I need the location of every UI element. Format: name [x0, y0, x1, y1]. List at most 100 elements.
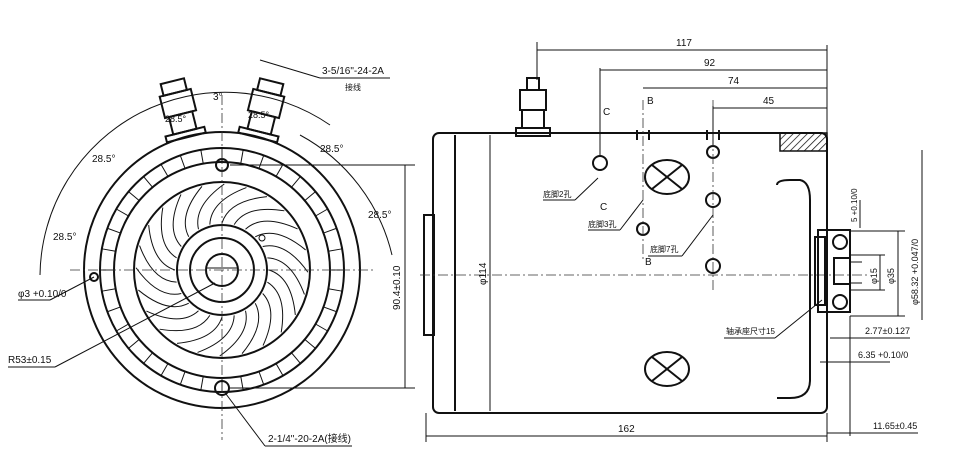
slot-divider — [315, 208, 328, 217]
leader-line — [774, 299, 823, 339]
leader-line — [49, 276, 95, 301]
angle-label: 28.5° — [368, 210, 391, 221]
slot-divider — [304, 191, 316, 201]
slot-divider — [101, 288, 116, 292]
slot-divider — [200, 376, 204, 391]
leader-line — [681, 214, 714, 257]
dim-74: 74 — [728, 76, 740, 87]
terminal-right — [237, 77, 286, 144]
small-hole — [89, 272, 99, 282]
hole — [592, 155, 608, 171]
angle-arc-left — [39, 91, 331, 276]
section-c-label: C — [600, 202, 607, 213]
top-dimensions — [536, 42, 828, 155]
slot-divider — [258, 371, 265, 385]
hole-dia-label: φ3 +0.10/0 — [18, 289, 67, 300]
slot-divider — [143, 176, 153, 188]
fan-blade — [241, 303, 260, 354]
fan-blade — [177, 316, 223, 344]
hole-note: 底脚2孔 — [543, 189, 571, 199]
hatched-section — [779, 132, 828, 152]
fan-blade — [172, 194, 182, 247]
angle-arc-right — [299, 134, 393, 256]
angle-label: 28.5° — [92, 154, 115, 165]
angle-small-label: 3° — [213, 92, 223, 103]
dim-277-label: 2.77±0.127 — [865, 326, 910, 336]
slot-divider — [179, 155, 186, 169]
end-cap — [776, 179, 811, 399]
bearing-note: 轴承座尺寸15 — [726, 326, 775, 336]
section-b-label: B — [645, 257, 652, 268]
top-slot — [706, 130, 720, 140]
slot-divider — [291, 176, 301, 188]
fan-blades — [135, 183, 309, 357]
fan-blade — [209, 187, 247, 225]
vent-top — [644, 159, 690, 195]
bearing — [814, 229, 851, 313]
slot-divider — [240, 149, 244, 164]
fan-blade — [262, 293, 272, 346]
leader-line — [54, 282, 216, 368]
fan-blade — [219, 310, 247, 357]
dim-92: 92 — [704, 58, 716, 69]
length-label: 162 — [618, 424, 635, 435]
fan-blade — [268, 269, 296, 315]
fan-blade — [184, 186, 203, 237]
fan-blade — [139, 245, 177, 283]
bearing-dimension-lines — [850, 150, 923, 320]
dia-15-label: φ15 — [869, 268, 879, 284]
angle-label: 28.5° — [248, 110, 270, 120]
terminal-left — [158, 77, 207, 144]
slot-divider — [101, 248, 116, 252]
slot-divider — [328, 248, 343, 252]
slot-divider — [275, 363, 284, 376]
vent-bottom — [644, 351, 690, 387]
thread-top-note: 接线 — [345, 82, 361, 92]
fan-blade — [267, 257, 305, 295]
fan-blade — [267, 281, 284, 333]
dim-45: 45 — [763, 96, 775, 107]
slot-divider — [291, 352, 301, 364]
leader-line — [259, 59, 321, 79]
slot-divider — [160, 363, 169, 376]
shaft-offset-label: 11.65±0.45 — [873, 421, 917, 431]
slot-divider — [107, 227, 121, 234]
dia-35-label: φ35 — [886, 268, 896, 284]
side-view: 117 92 74 45 C C B B 底脚2孔 底脚3孔 底脚7孔 轴承座尺… — [420, 38, 923, 442]
leader-line — [574, 177, 599, 201]
leader-line — [619, 199, 644, 231]
body-diameter-label: φ114 — [478, 262, 489, 285]
hole-note: 底脚3孔 — [588, 219, 616, 229]
leader-line — [225, 393, 266, 447]
dim-5-label: 5 +0.10/0 — [850, 188, 859, 222]
fan-blade — [197, 183, 225, 230]
slot-divider — [275, 164, 284, 177]
slot-divider — [116, 208, 129, 217]
dim-117: 117 — [676, 38, 692, 49]
fan-blade — [197, 315, 235, 353]
fan-blade — [159, 315, 211, 332]
slot-divider — [128, 339, 140, 349]
radius-label: R53±0.15 — [8, 355, 52, 366]
fan-blade — [233, 208, 285, 225]
dia-5832-label: φ58.32 +0.047/0 — [910, 239, 920, 305]
dim-635-label: 6.35 +0.10/0 — [858, 350, 908, 360]
side-terminal — [515, 77, 551, 137]
fan-blade — [135, 267, 182, 295]
angle-label: 28.5° — [53, 232, 76, 243]
housing-slots — [100, 148, 344, 392]
front-view: 3-5/16"-24-2A 接线 3° 28.5° 28.5° 28.5° 28… — [8, 59, 415, 447]
slot-divider — [107, 306, 121, 313]
motor-body — [432, 132, 828, 414]
fan-blade — [221, 196, 267, 224]
fan-blade — [146, 310, 199, 320]
bottom-thread-label: 2-1/4"-20-2A(接线) — [268, 432, 351, 445]
slot-divider — [323, 306, 337, 313]
top-slot — [636, 130, 650, 140]
section-b-label: B — [647, 96, 654, 107]
angle-label: 28.5° — [165, 114, 187, 124]
slot-divider — [258, 155, 265, 169]
fan-blade — [262, 245, 309, 273]
slot-divider — [160, 164, 169, 177]
